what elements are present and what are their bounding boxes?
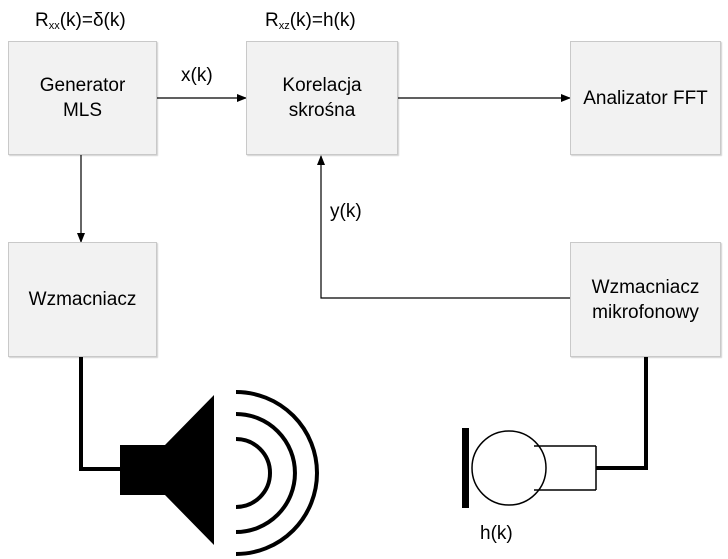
mic-amplifier-block: Wzmacniacz mikrofonowy xyxy=(570,242,721,357)
arrow-mic-amplifier-to-correlation xyxy=(317,155,570,299)
generator-mls-block: Generator MLS xyxy=(8,41,157,155)
correlation-block: Korelacja skrośna xyxy=(246,41,398,155)
microphone-icon xyxy=(462,428,597,508)
x-signal-label: x(k) xyxy=(181,65,213,86)
sound-waves-icon xyxy=(235,390,319,556)
rxz-label: Rxz(k)=h(k) xyxy=(265,10,356,32)
microphone-cable xyxy=(596,357,648,470)
speaker-cable xyxy=(79,357,120,471)
loudspeaker-icon xyxy=(120,395,214,545)
h-label: h(k) xyxy=(480,523,513,544)
amplifier-block: Wzmacniacz xyxy=(8,242,157,357)
rxx-label: Rxx(k)=δ(k) xyxy=(35,10,126,32)
y-signal-label: y(k) xyxy=(330,201,362,222)
fft-analyzer-block: Analizator FFT xyxy=(570,41,721,155)
